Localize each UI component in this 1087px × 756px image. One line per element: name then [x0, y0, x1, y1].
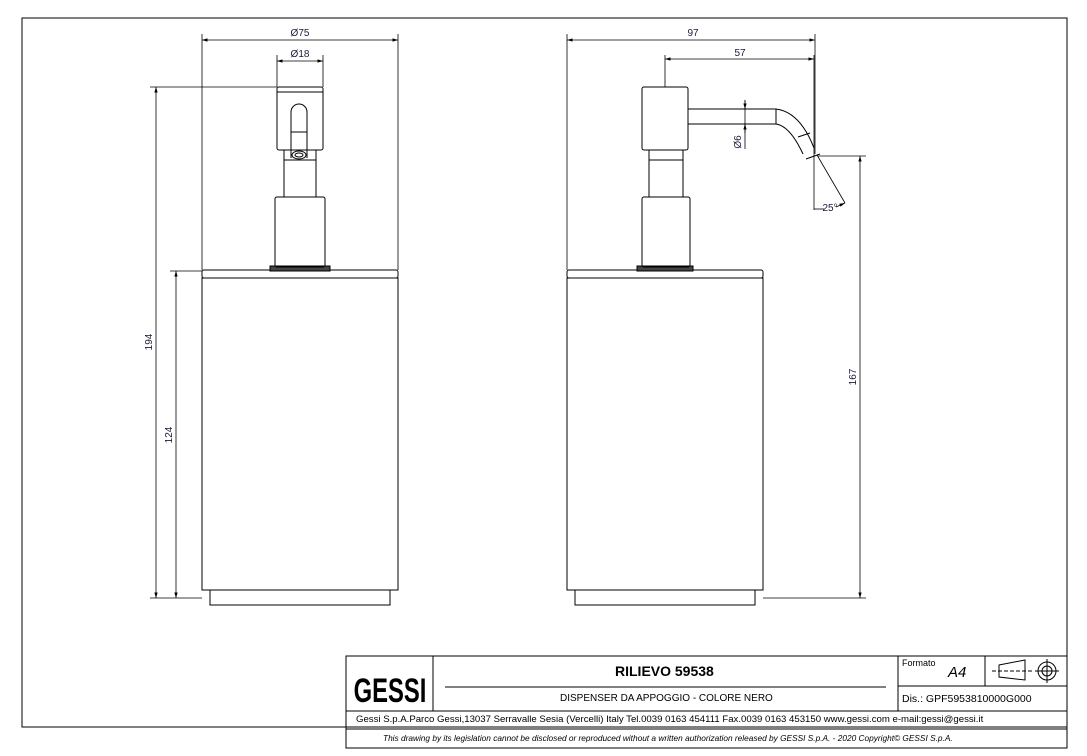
dim-total-height: 194 [144, 333, 155, 350]
dim-pump-diameter: Ø18 [291, 49, 310, 60]
format-label: Formato [902, 658, 936, 668]
dim-outer-diameter: Ø75 [291, 28, 310, 39]
company-info: Gessi S.p.A.Parco Gessi,13037 Serravalle… [356, 714, 984, 725]
format-value: A4 [948, 664, 967, 681]
dim-total-depth: 97 [687, 28, 699, 39]
dim-spout-height: 167 [848, 368, 859, 385]
side-dimensions [566, 34, 866, 599]
dim-spout-angle: 25° [822, 203, 837, 214]
gessi-logo: GESSI [354, 672, 427, 710]
front-dimensions [150, 34, 399, 599]
front-view [201, 86, 399, 606]
drawing-frame [21, 17, 1068, 728]
dim-body-height: 124 [164, 426, 175, 443]
drawing-subtitle: DISPENSER DA APPOGGIO - COLORE NERO [560, 693, 773, 704]
drawing-number: Dis.: GPF5953810000G000 [902, 693, 1032, 705]
dim-spout-diameter: Ø6 [733, 135, 744, 149]
drawing-title: RILIEVO 59538 [615, 663, 714, 679]
disclaimer: This drawing by its legislation cannot b… [383, 733, 953, 743]
title-block-frame [345, 655, 1068, 749]
side-view [566, 86, 821, 606]
dim-spout-reach: 57 [734, 48, 746, 59]
